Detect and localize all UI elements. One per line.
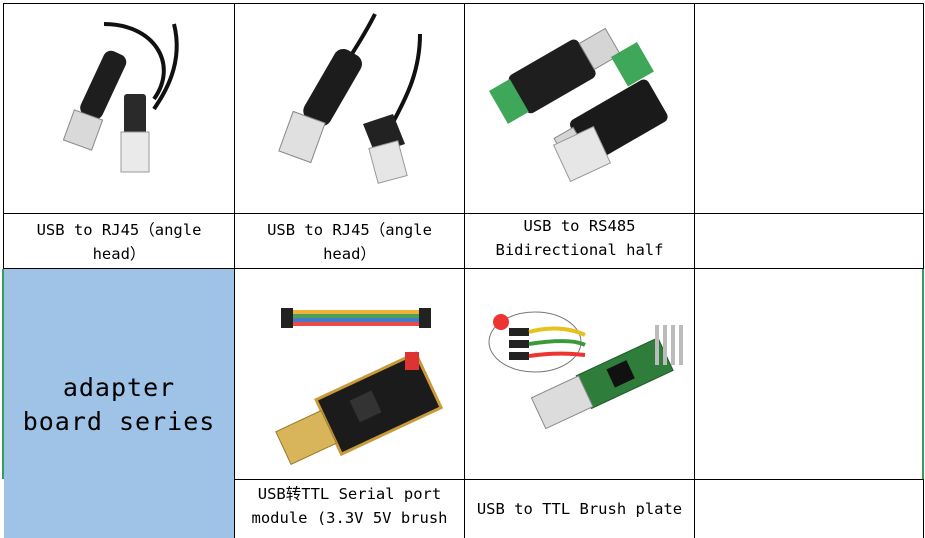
grid-line [3, 3, 4, 269]
cell-r1c3-image [465, 4, 694, 213]
cell-r1c4-caption [695, 214, 923, 269]
usb-ttl-brush-plate-image [488, 311, 683, 430]
cell-r1c4-image [695, 4, 923, 213]
cell-r2c3-image [465, 270, 694, 479]
cell-r2c3-caption: USB to TTL Brush plate [465, 480, 694, 538]
grid-line [694, 3, 695, 538]
grid-line [464, 3, 465, 538]
cell-r1c2-image [235, 4, 464, 213]
grid-line [923, 3, 924, 269]
cell-r1c1-image [4, 4, 234, 213]
series-label: adapter board series [22, 373, 216, 436]
accent-border-left [2, 269, 4, 479]
caption-usb-ttl-module: USB转TTL Serial port module (3.3V 5V brus… [251, 485, 448, 527]
cell-r2c4-image [695, 270, 923, 479]
usb-ttl-module-image [275, 308, 444, 466]
accent-border-right [922, 269, 924, 479]
grid-line [234, 3, 235, 538]
series-cell: adapter board series [4, 269, 234, 538]
cell-r1c3-caption: USB to RS485 Bidirectional half [465, 214, 694, 269]
caption-usb-rs485: USB to RS485 Bidirectional half [495, 217, 664, 259]
usb-rj45-cable-image [62, 22, 179, 173]
caption-usb-ttl-brush-plate: USB to TTL Brush plate [476, 500, 683, 518]
caption-usb-rj45-1: USB to RJ45（angle head） [36, 221, 202, 263]
cell-r1c2-caption: USB to RJ45（angle head） [235, 214, 464, 269]
grid-line [234, 479, 924, 480]
cell-r2c4-caption [695, 480, 923, 538]
cell-r2c2-caption: USB转TTL Serial port module (3.3V 5V brus… [235, 480, 464, 538]
usb-rs485-adapter-image [488, 27, 668, 183]
cell-r1c1-caption: USB to RJ45（angle head） [4, 214, 234, 269]
usb-rj45-angle-cable-image [278, 13, 422, 184]
grid-line [923, 479, 924, 538]
cell-r2c2-image [235, 270, 464, 479]
caption-usb-rj45-2: USB to RJ45（angle head） [267, 221, 432, 263]
